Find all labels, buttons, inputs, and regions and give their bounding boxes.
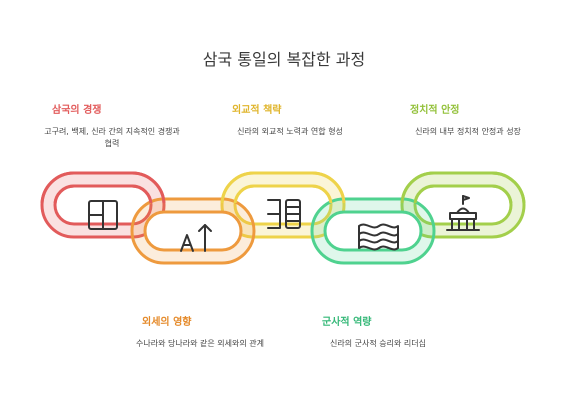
wave-flag-icon bbox=[358, 223, 399, 251]
capitol-building-icon bbox=[446, 195, 480, 231]
grid-window-icon bbox=[88, 200, 118, 230]
desc-diplomacy: 신라의 외교적 노력과 연합 형성 bbox=[237, 127, 343, 136]
desc-foreign: 수나라와 당나라와 같은 외세와의 관계 bbox=[136, 339, 264, 348]
heading-competition: 삼국의 경쟁 bbox=[52, 105, 102, 116]
link-military bbox=[310, 197, 436, 265]
desc-military: 신라의 군사적 승리와 리더십 bbox=[330, 339, 426, 348]
sort-a-arrow-up-icon bbox=[180, 224, 212, 252]
heading-politics: 정치적 안정 bbox=[410, 105, 460, 116]
heading-foreign: 외세의 영향 bbox=[142, 317, 192, 328]
columns-layout-icon bbox=[267, 199, 301, 229]
diagram-title: 삼국 통일의 복잡한 과정 bbox=[202, 50, 366, 69]
link-foreign bbox=[130, 197, 256, 265]
heading-military: 군사적 역량 bbox=[322, 317, 372, 328]
heading-diplomacy: 외교적 책략 bbox=[232, 105, 282, 116]
desc-politics: 신라의 내부 정치적 안정과 성장 bbox=[415, 127, 521, 136]
interlock-overlays bbox=[40, 171, 526, 203]
desc-competition: 고구려, 백제, 신라 간의 지속적인 경쟁과 협력 bbox=[44, 127, 180, 148]
